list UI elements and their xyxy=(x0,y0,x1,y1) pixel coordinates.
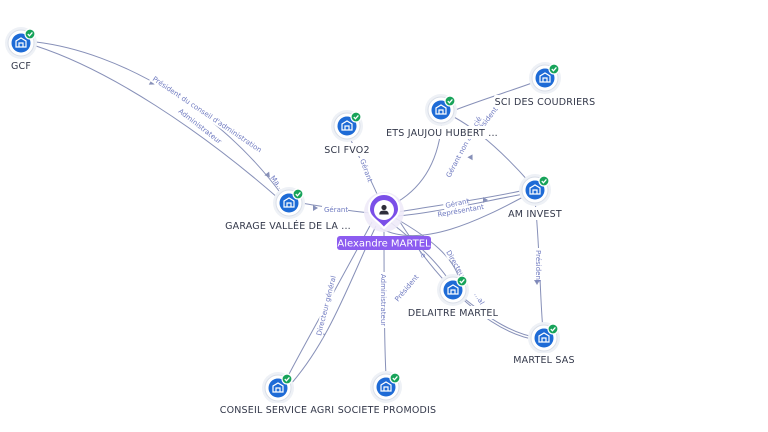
company-label-promodis[interactable]: SOCIETE PROMODIS xyxy=(338,405,437,416)
building-icon xyxy=(539,72,551,83)
company-node-delaitre[interactable] xyxy=(437,274,469,306)
building-icon xyxy=(283,197,295,208)
person-icon xyxy=(379,204,389,215)
company-label-etsjaujou[interactable]: ETS JAUJOU HUBERT ... xyxy=(386,128,498,139)
company-node-aminvest[interactable] xyxy=(519,174,551,206)
building-icon xyxy=(529,184,541,195)
company-node-scifvo2[interactable] xyxy=(331,110,363,142)
check-icon xyxy=(538,175,550,187)
relation-label: ...al xyxy=(472,291,485,306)
check-icon xyxy=(456,275,468,287)
company-label-delaitre[interactable]: DELAITRE MARTEL xyxy=(408,308,499,319)
relation-label: ...e xyxy=(416,246,428,259)
check-icon xyxy=(281,373,293,385)
edge-gcf-garage-a[interactable] xyxy=(35,41,283,196)
edge-gcf-garage-b[interactable] xyxy=(35,45,279,199)
edge-person-aminvest-c[interactable] xyxy=(379,195,526,237)
building-icon xyxy=(380,381,392,392)
company-node-promodis[interactable] xyxy=(370,371,402,403)
building-icon xyxy=(435,104,447,115)
building-icon xyxy=(15,37,27,48)
company-node-gcf[interactable] xyxy=(5,27,37,59)
relation-label: Gérant xyxy=(324,206,348,214)
check-icon xyxy=(547,323,559,335)
company-node-martelsas[interactable] xyxy=(528,322,560,354)
company-label-aminvest[interactable]: AM INVEST xyxy=(508,209,562,220)
building-icon xyxy=(341,120,353,131)
company-label-scicoudriers[interactable]: SCI DES COUDRIERS xyxy=(495,97,596,108)
company-label-gcf[interactable]: GCF xyxy=(11,61,31,72)
check-icon xyxy=(548,63,560,75)
company-node-conseil[interactable] xyxy=(262,372,294,404)
check-icon xyxy=(389,372,401,384)
building-icon xyxy=(538,332,550,343)
company-labels: GCF SCI FVO2 ETS JAUJOU HUBERT ... SCI D… xyxy=(6,59,596,416)
building-icon xyxy=(447,284,459,295)
relation-label: Gérant xyxy=(358,158,374,184)
check-icon xyxy=(292,188,304,200)
company-node-scicoudriers[interactable] xyxy=(529,62,561,94)
relation-label: Président xyxy=(534,250,542,283)
edge-etsjaujou-aminvest[interactable] xyxy=(449,114,531,184)
relation-label: Directeur général xyxy=(315,275,338,337)
building-icon xyxy=(272,382,284,393)
company-nodes xyxy=(5,27,561,404)
relation-label: Président du conseil d'administration xyxy=(151,75,263,154)
company-node-etsjaujou[interactable] xyxy=(425,94,457,126)
company-label-scifvo2[interactable]: SCI FVO2 xyxy=(324,145,369,156)
relation-label: Président xyxy=(393,273,420,303)
company-node-garage[interactable] xyxy=(273,187,305,219)
check-icon xyxy=(350,111,362,123)
person-name[interactable]: Alexandre MARTEL xyxy=(337,239,431,250)
check-icon xyxy=(444,95,456,107)
person-node[interactable]: Alexandre MARTEL xyxy=(337,192,431,250)
relation-label: Administrateur xyxy=(379,274,387,326)
company-label-garage[interactable]: GARAGE VALLÉE DE LA ... xyxy=(225,220,351,232)
company-label-conseil[interactable]: CONSEIL SERVICE AGRI xyxy=(220,405,335,416)
check-icon xyxy=(24,28,36,40)
company-label-martelsas[interactable]: MARTEL SAS xyxy=(513,355,574,366)
